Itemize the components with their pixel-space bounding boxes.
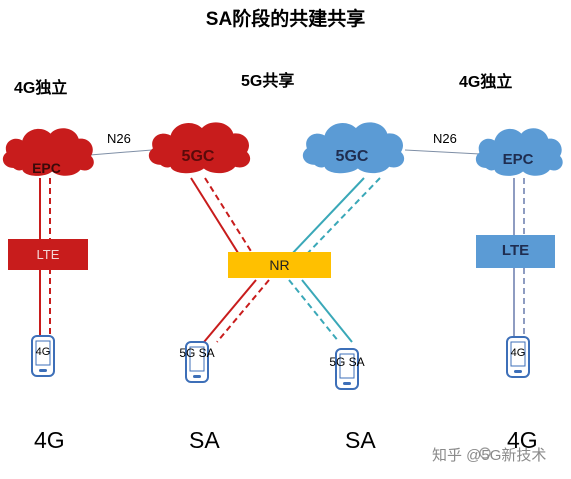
device-label-center-right: 5G SA xyxy=(329,355,365,369)
section-label-center: 5G共享 xyxy=(241,73,295,90)
n26-label-left: N26 xyxy=(107,131,131,146)
section-label-left: 4G独立 xyxy=(14,80,68,97)
5gc-label-red: 5GC xyxy=(181,148,215,165)
nr-box xyxy=(228,252,331,278)
lte-box-right xyxy=(476,235,555,268)
blue-5gc-nr-solid xyxy=(289,177,365,257)
red-5gc-nr-dashed xyxy=(204,177,255,257)
epc-label-right: EPC xyxy=(502,151,534,168)
nr-phone-blue-solid xyxy=(301,279,353,343)
nr-label: NR xyxy=(269,257,290,273)
lte-box-left xyxy=(8,239,88,270)
nr-phone-blue-dashed xyxy=(288,279,340,343)
5gc-label-blue: 5GC xyxy=(335,148,369,165)
lte-label-left: LTE xyxy=(36,247,60,262)
blue-5gc-nr-dashed xyxy=(304,177,381,257)
nr-phone-red-dashed xyxy=(216,279,270,343)
nr-phone-red-solid xyxy=(203,279,257,343)
red-5gc-nr-solid xyxy=(190,177,241,257)
device-label-left: 4G xyxy=(35,346,51,358)
bottom-label-center-right: SA xyxy=(345,427,376,453)
watermark-icon xyxy=(479,447,491,459)
device-label-center-left: 5G SA xyxy=(179,346,215,360)
bottom-label-center-left: SA xyxy=(189,427,220,453)
lte-label-right: LTE xyxy=(501,242,530,259)
n26-label-right: N26 xyxy=(433,131,457,146)
section-label-right: 4G独立 xyxy=(459,74,513,91)
diagram-title: SA阶段的共建共享 xyxy=(205,9,366,30)
device-label-right: 4G xyxy=(510,347,526,359)
bottom-label-right: 4G xyxy=(507,427,538,453)
epc-label-left: EPC xyxy=(32,160,61,176)
bottom-label-left: 4G xyxy=(34,427,65,453)
watermark-text: 知乎 @5G新技术 xyxy=(432,447,547,464)
n26-link-right xyxy=(404,149,481,155)
n26-link-left xyxy=(89,149,153,156)
